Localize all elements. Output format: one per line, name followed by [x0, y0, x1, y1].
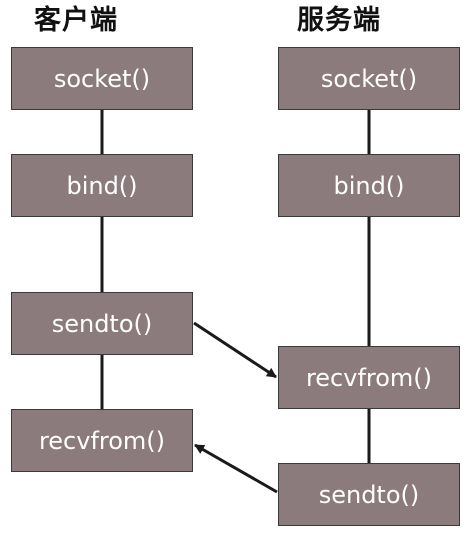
- client-recvfrom-box: recvfrom(): [11, 409, 193, 472]
- client-bind-box: bind(): [11, 154, 193, 217]
- arrow-client-sendto-to-server-recvfrom: [193, 321, 277, 379]
- client-recvfrom-label: recvfrom(): [38, 426, 166, 455]
- client-sendto-box: sendto(): [11, 292, 193, 355]
- server-recvfrom-box: recvfrom(): [278, 346, 460, 409]
- server-bind-label: bind(): [333, 171, 405, 200]
- client-title: 客户端: [34, 5, 118, 36]
- client-sendto-label: sendto(): [51, 309, 153, 338]
- server-title: 服务端: [297, 5, 381, 36]
- server-recvfrom-label: recvfrom(): [305, 363, 433, 392]
- server-sendto-box: sendto(): [278, 463, 460, 526]
- arrow-server-sendto-to-client-recvfrom: [194, 443, 278, 494]
- server-bind-box: bind(): [278, 154, 460, 217]
- server-socket-label: socket(): [320, 64, 418, 93]
- server-socket-box: socket(): [278, 47, 460, 110]
- server-sendto-label: sendto(): [318, 480, 420, 509]
- client-bind-label: bind(): [66, 171, 138, 200]
- client-socket-label: socket(): [53, 64, 151, 93]
- client-socket-box: socket(): [11, 47, 193, 110]
